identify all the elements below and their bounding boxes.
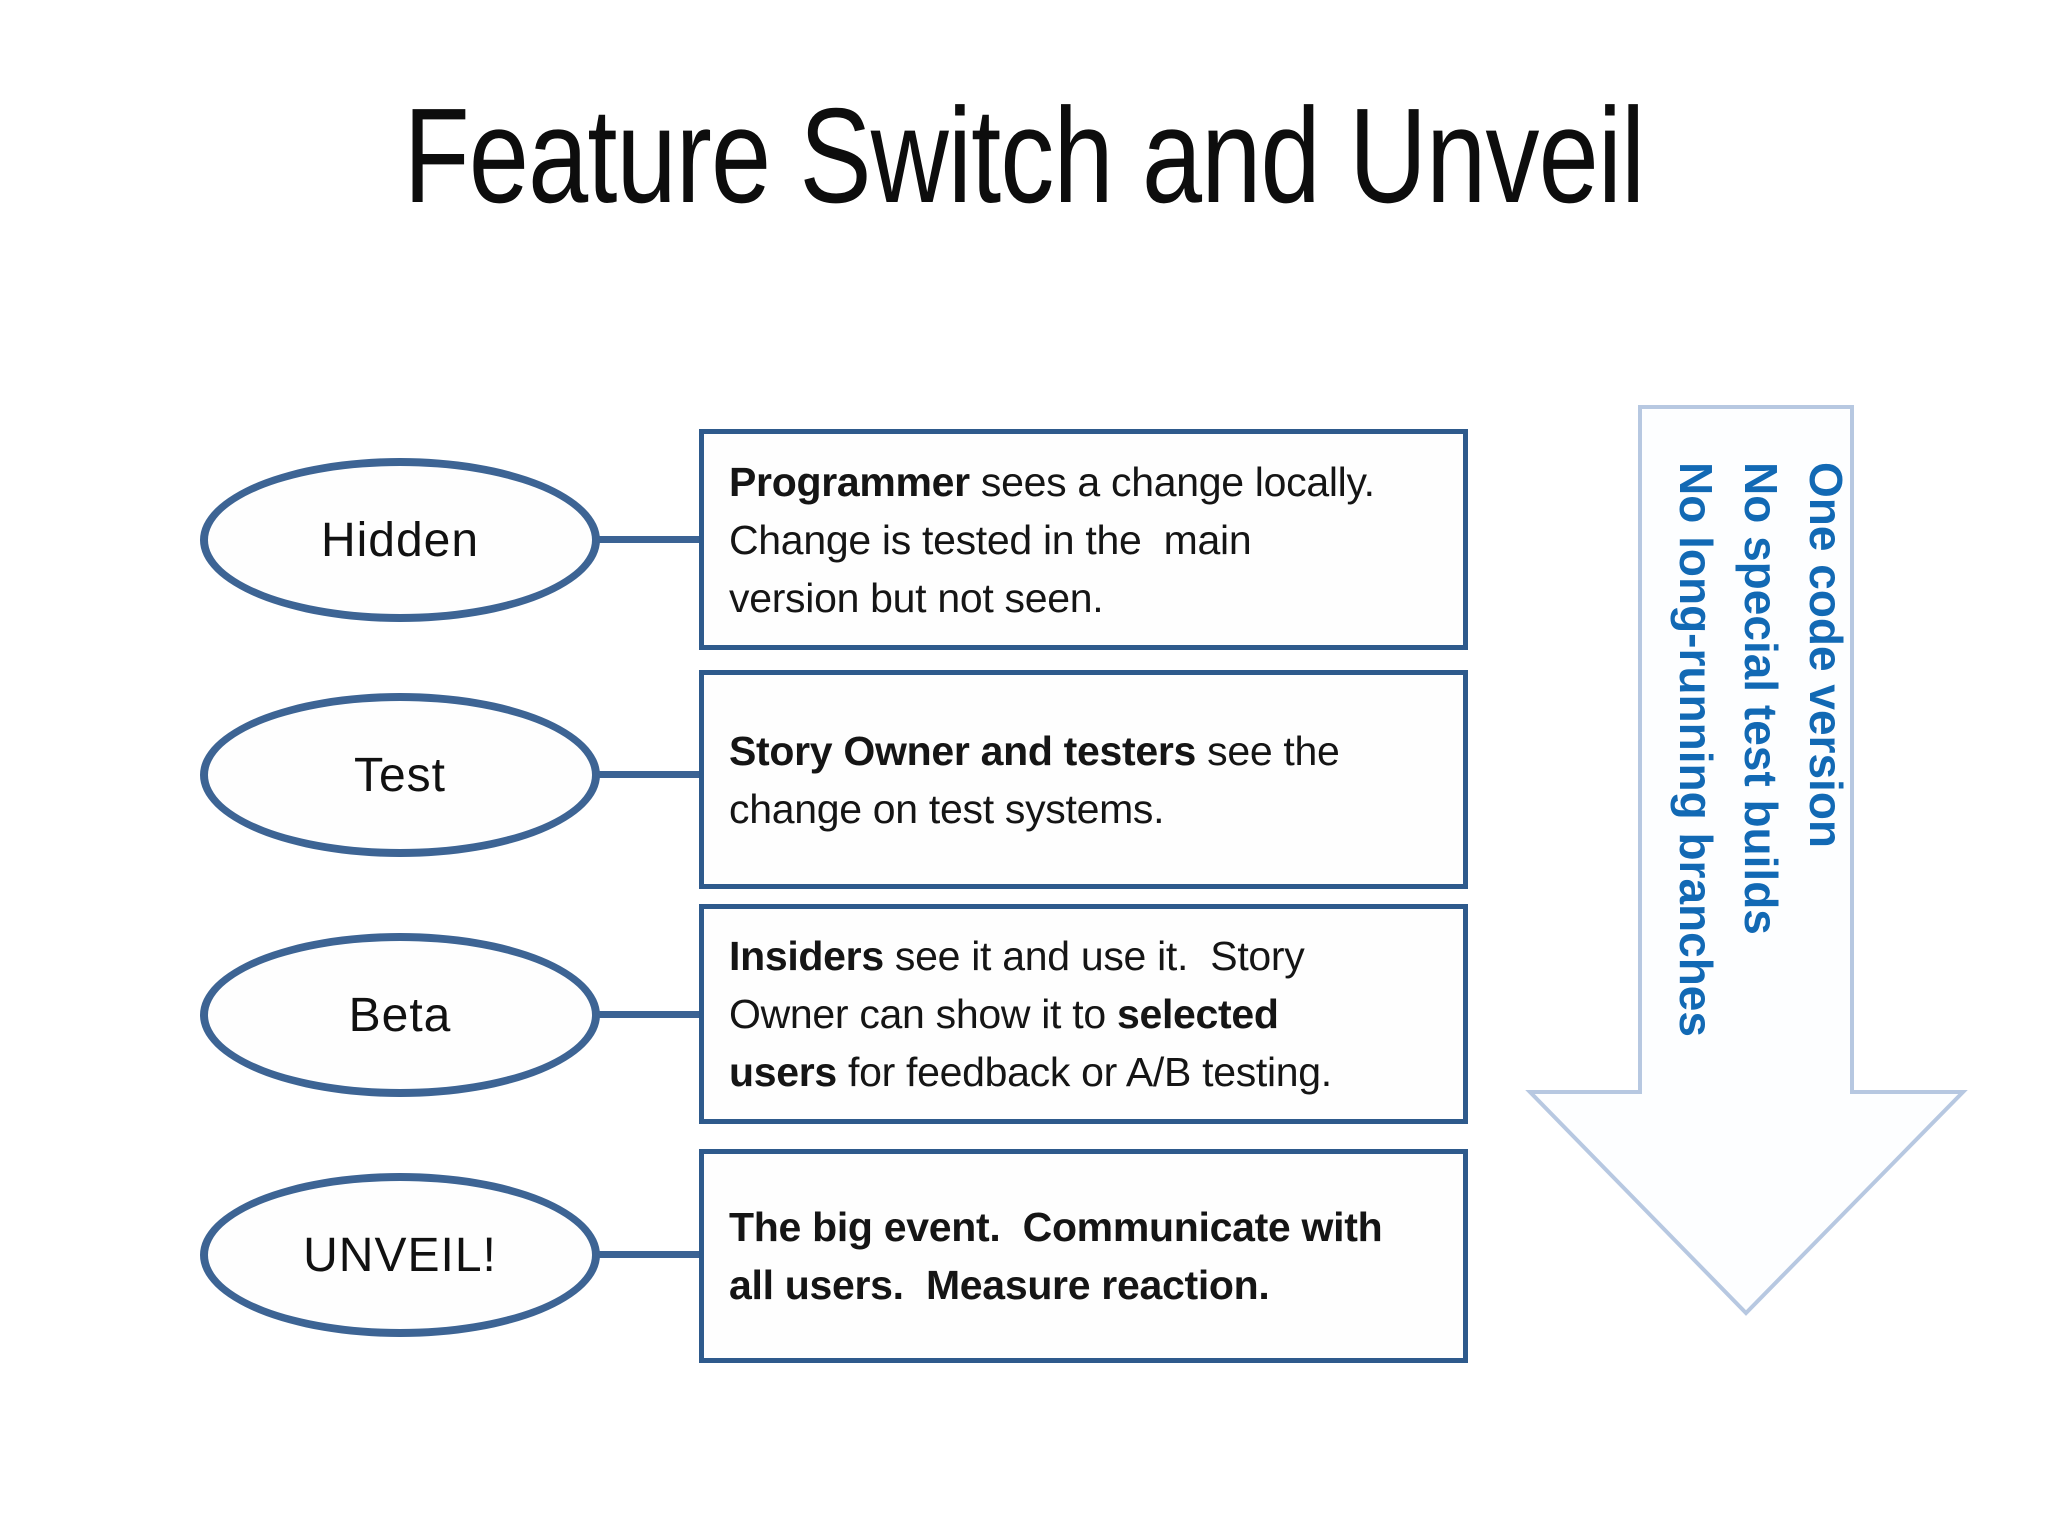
description-box-test: Story Owner and testers see the change on… [699,670,1468,889]
stage-ellipse-test: Test [200,693,600,857]
connector-test [594,771,702,778]
stage-label: Beta [348,988,452,1042]
stage-label: Hidden [320,513,480,567]
box-text-line: users for feedback or A/B testing. [729,1049,1332,1095]
box-text-line: Insiders see it and use it. Story [729,933,1305,979]
slide-title: Feature Switch and Unveil [403,80,1645,231]
stage-label: Test [353,748,447,802]
stage-ellipse-hidden: Hidden [200,458,600,622]
connector-beta [594,1011,702,1018]
box-text-line: all users. Measure reaction. [729,1262,1270,1308]
box-text-line: Programmer sees a change locally. [729,458,1375,505]
connector-unveil [594,1251,702,1258]
benefit-no-long-running-branches: No long-running branches [1670,462,1722,1037]
arrow-benefits-text: One code version No special test builds … [1663,462,1858,1037]
description-box-hidden: Programmer sees a change locally. Change … [699,429,1468,650]
stage-label: UNVEIL! [303,1228,497,1282]
box-text-line: Change is tested in the main [729,516,1252,563]
benefit-no-special-test-builds: No special test builds [1735,462,1787,935]
connector-hidden [594,536,702,543]
box-text-line: The big event. Communicate with [729,1204,1383,1250]
stage-ellipse-unveil: UNVEIL! [200,1173,600,1337]
box-text-line: Owner can show it to selected [729,991,1279,1037]
description-box-unveil: The big event. Communicate with all users… [699,1149,1468,1363]
stage-ellipse-beta: Beta [200,933,600,1097]
box-text-line: change on test systems. [729,785,1165,832]
box-text-line: Story Owner and testers see the [729,727,1340,774]
box-text-line: version but not seen. [729,574,1104,621]
benefit-one-code-version: One code version [1800,462,1852,849]
